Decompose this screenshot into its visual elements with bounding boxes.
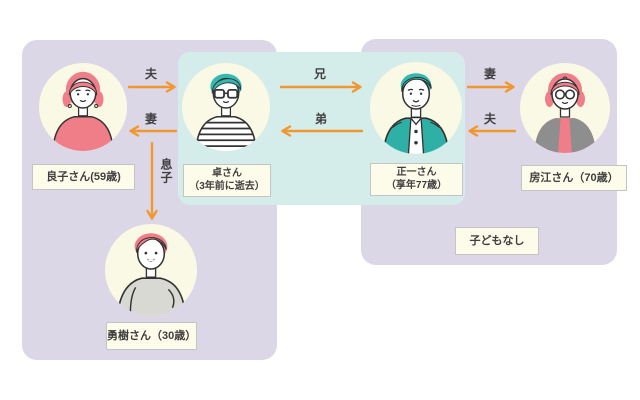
yuki-name-label: 勇樹さん（30歳） [106, 322, 197, 350]
relation-label-wife-right: 妻 [483, 67, 496, 81]
shoichi-avatar-icon [370, 62, 462, 154]
arrow-left-icon [466, 125, 516, 137]
fusae-name-label: 房江さん（70歳） [521, 165, 627, 191]
arrow-down-icon [146, 142, 158, 222]
fusae-avatar-icon [520, 63, 610, 153]
relation-label-elder-brother: 兄 [313, 67, 326, 81]
shoichi-status-text: （享年77歳） [385, 179, 448, 191]
yoshiko-name-label: 良子さん(59歳) [32, 164, 135, 190]
taku-avatar-icon [182, 63, 270, 151]
relation-label-son: 息子 [159, 158, 173, 184]
arrow-left-icon [279, 125, 363, 137]
yoshiko-name-text: 良子さん(59歳) [46, 170, 121, 183]
yoshiko-avatar-icon [39, 63, 127, 151]
taku-name-text: 卓さん [212, 168, 242, 179]
no-children-text: 子どもなし [469, 234, 525, 247]
no-children-label: 子どもなし [455, 227, 539, 255]
relation-label-wife-left: 妻 [144, 112, 157, 126]
arrow-right-icon [128, 81, 178, 93]
arrow-right-icon [280, 81, 364, 93]
shoichi-name-label: 正一さん （享年77歳） [370, 163, 463, 196]
shoichi-name-text: 正一さん [396, 167, 437, 178]
arrow-left-icon [127, 125, 177, 137]
relation-label-husband-left: 夫 [144, 67, 157, 81]
yuki-avatar-icon [105, 224, 197, 316]
relation-label-younger-brother: 弟 [314, 112, 327, 126]
taku-name-label: 卓さん （3年前に逝去） [183, 164, 271, 197]
relation-label-husband-right: 夫 [483, 112, 496, 126]
fusae-name-text: 房江さん（70歳） [529, 171, 619, 184]
taku-status-text: （3年前に逝去） [189, 180, 265, 192]
yuki-name-text: 勇樹さん（30歳） [107, 329, 197, 342]
arrow-right-icon [467, 81, 517, 93]
